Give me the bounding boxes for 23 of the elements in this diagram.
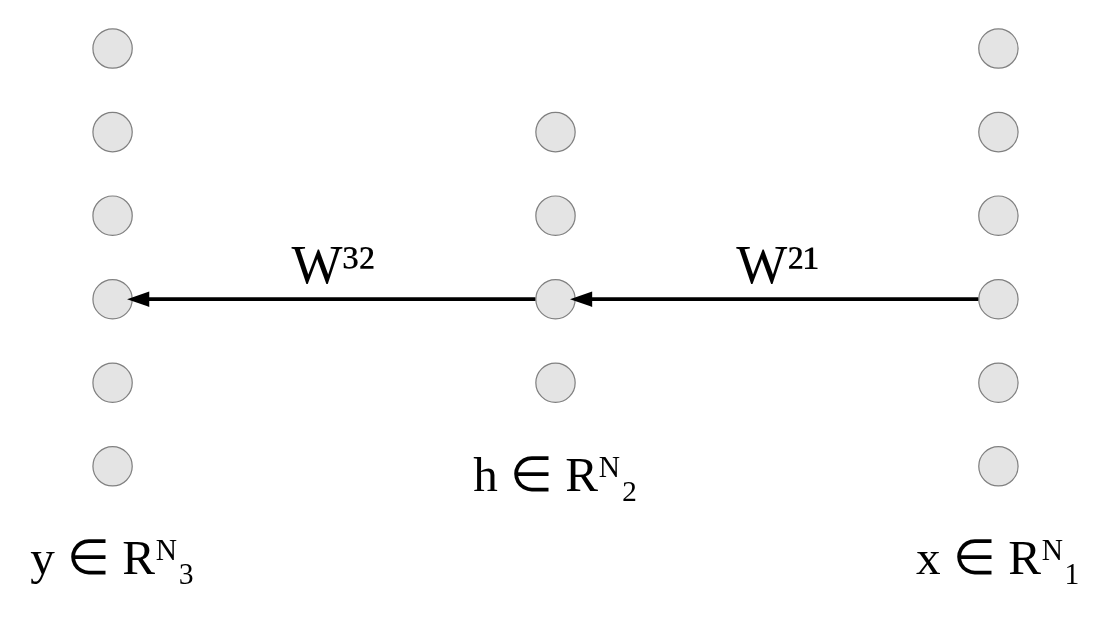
edge-label: W³² (291, 235, 375, 296)
node-circle (92, 362, 133, 404)
node-circle (978, 278, 1019, 320)
edge-label: W²¹ (736, 235, 820, 296)
node-circle (92, 278, 133, 320)
node-circle (978, 446, 1019, 487)
node-circle (92, 28, 133, 69)
node-circle (978, 195, 1019, 236)
node-circle (535, 278, 576, 320)
arrow (570, 291, 979, 307)
node-circle (92, 446, 133, 487)
node-circle (978, 362, 1019, 404)
node-circle (92, 111, 133, 153)
node-circle (978, 28, 1019, 69)
node-circle (978, 111, 1019, 153)
label: x ∈ Rᴺ₁ (916, 530, 1081, 586)
arrow (127, 291, 536, 307)
node-circle (92, 195, 133, 236)
label: y ∈ Rᴺ₃ (30, 530, 195, 586)
node-circle (535, 362, 576, 404)
label: h ∈ Rᴺ₂ (473, 446, 638, 502)
node-circle (535, 195, 576, 236)
node-circle (535, 111, 576, 153)
